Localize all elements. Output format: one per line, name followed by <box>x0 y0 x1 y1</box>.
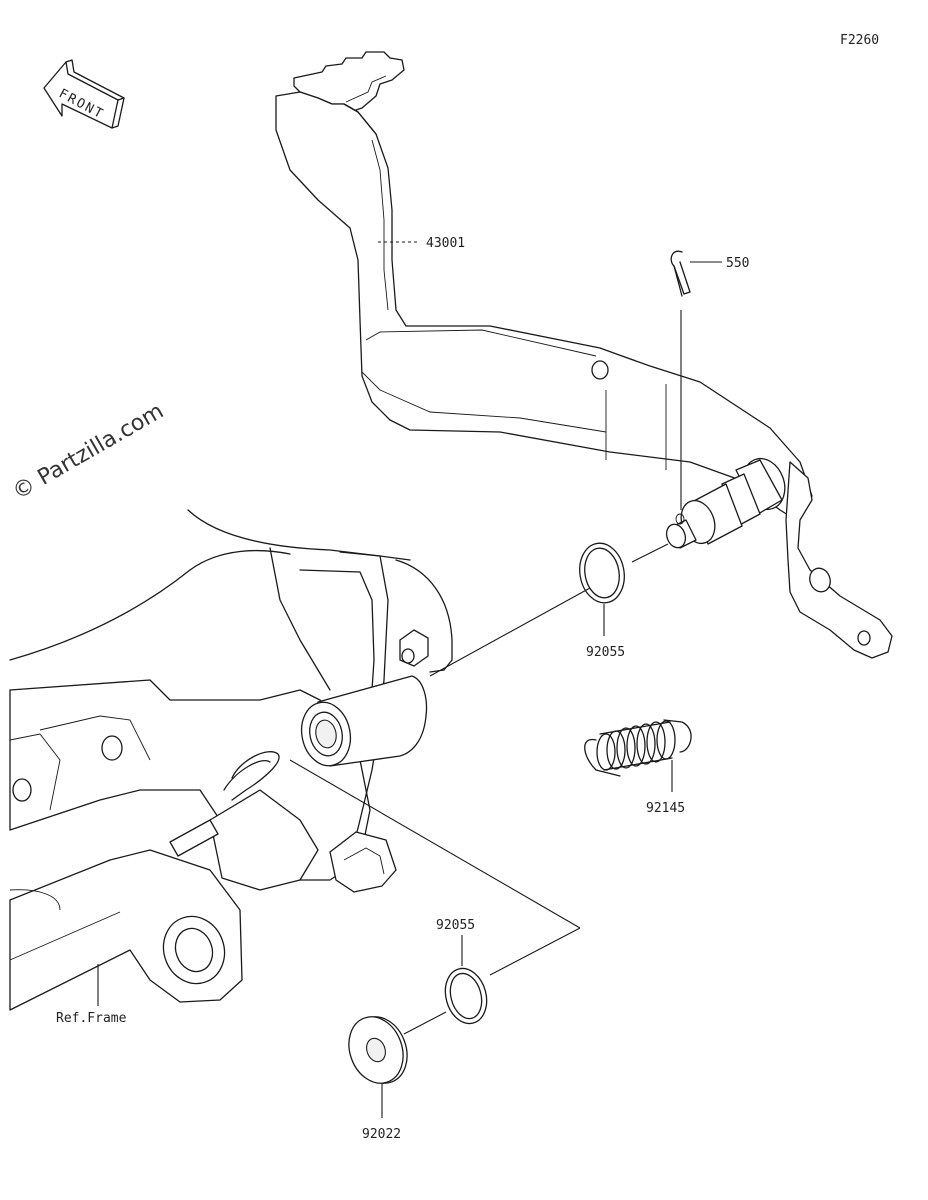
return-spring <box>584 719 692 792</box>
part-number-43001: 43001 <box>426 236 465 251</box>
frame <box>9 509 453 1011</box>
washer <box>348 1016 408 1118</box>
diagram-code: F2260 <box>840 33 879 48</box>
o-ring-lower <box>403 935 488 1035</box>
ref-frame-label: Ref.Frame <box>56 1011 127 1026</box>
brake-pedal <box>275 51 893 659</box>
watermark-text: © Partzilla.com <box>9 399 169 506</box>
part-number-92022: 92022 <box>362 1127 401 1142</box>
cotter-pin <box>670 250 722 510</box>
o-ring-upper <box>579 542 669 636</box>
part-number-92145: 92145 <box>646 801 685 816</box>
front-arrow-icon: FRONT <box>43 59 125 129</box>
part-number-92055-lower: 92055 <box>436 918 475 933</box>
part-number-92055-upper: 92055 <box>586 645 625 660</box>
part-number-550: 550 <box>726 256 749 271</box>
